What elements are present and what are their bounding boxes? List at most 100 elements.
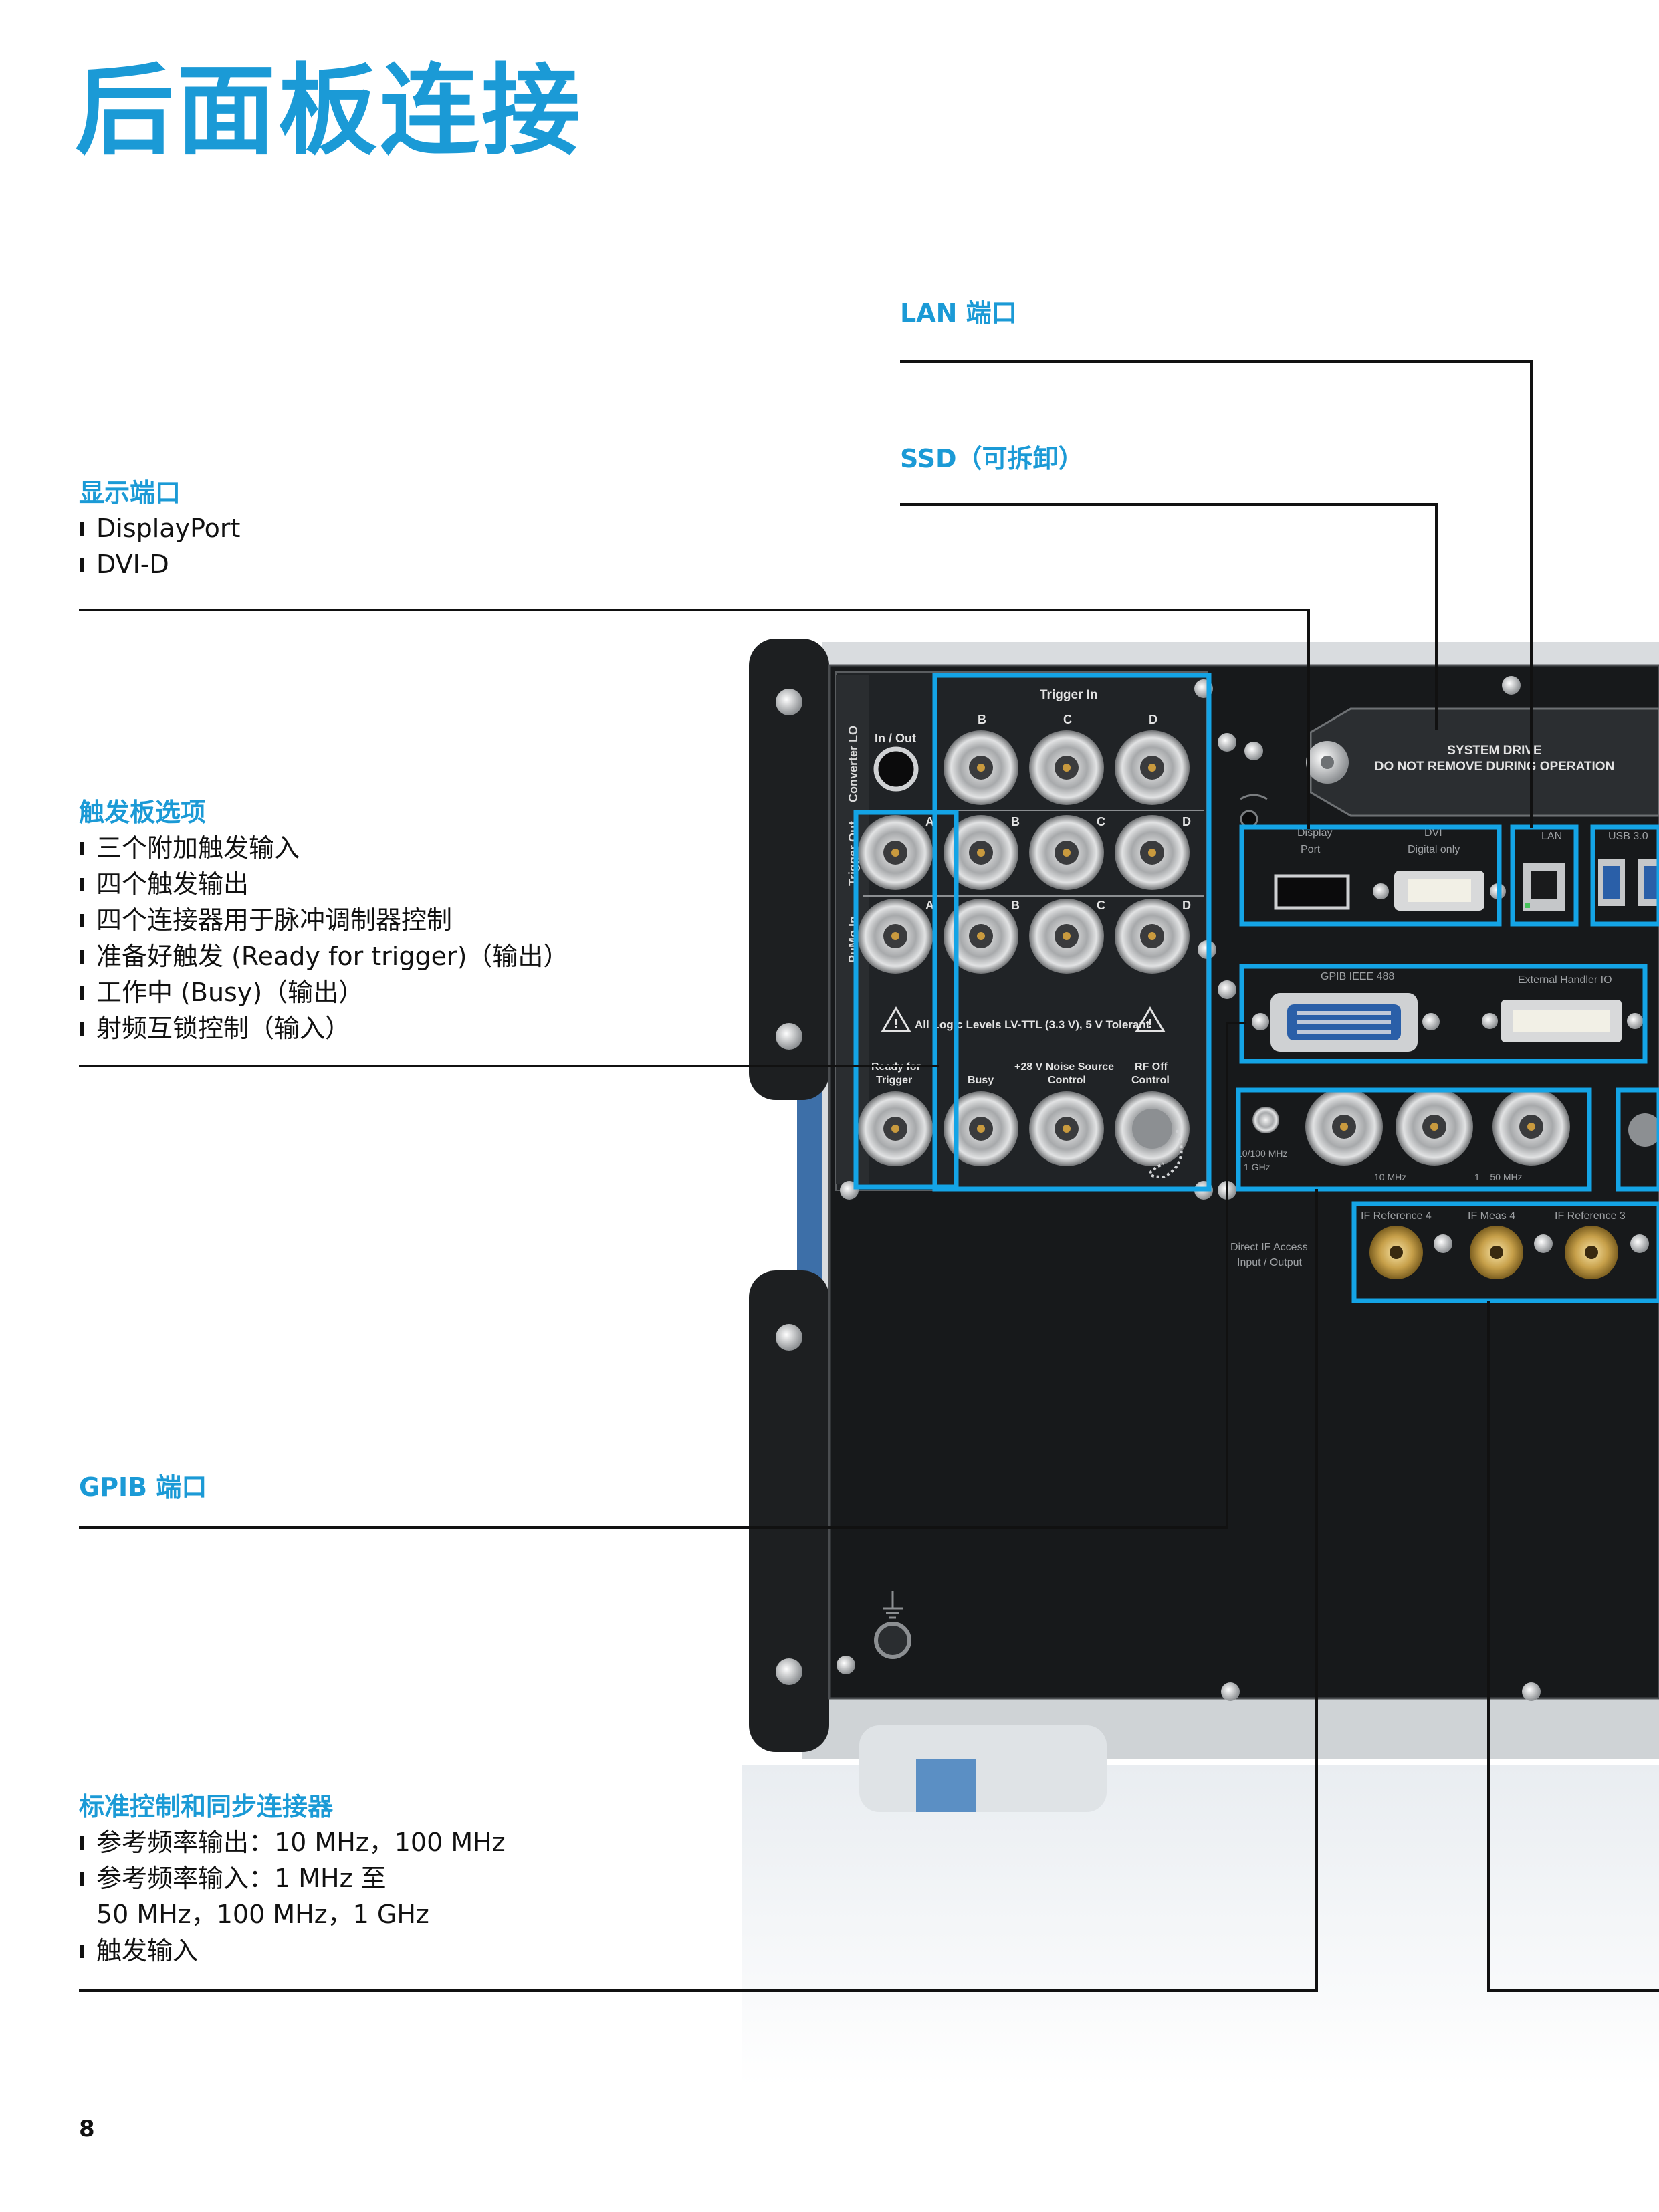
displayport-connector (1274, 874, 1350, 910)
highlight-frames (853, 673, 1659, 1303)
svg-text:C: C (1097, 815, 1105, 828)
page-number: 8 (79, 2116, 95, 2142)
bnc-row-trigger-in (944, 730, 1190, 805)
list-item: 工作中 (Busy)（输出） (79, 974, 568, 1010)
svg-text:IF Reference 4: IF Reference 4 (1361, 1210, 1432, 1222)
leader-lan-h (900, 360, 1533, 363)
leader-gpib-h2 (1226, 1022, 1246, 1024)
leader-display-v (1307, 609, 1310, 829)
external-handler-connector (1501, 1000, 1622, 1042)
svg-text:Trigger: Trigger (876, 1075, 912, 1086)
leader-standard-v (1315, 1189, 1318, 1992)
svg-text:Input / Output: Input / Output (1237, 1257, 1303, 1268)
svg-text:A: A (925, 815, 934, 828)
svg-text:C: C (1063, 713, 1072, 726)
svg-text:Busy: Busy (968, 1075, 994, 1086)
svg-text:DVI: DVI (1424, 827, 1442, 839)
leader-standard-h (79, 1989, 1318, 1992)
svg-text:Digital only: Digital only (1408, 844, 1460, 855)
chassis-frame (822, 642, 1659, 1705)
dvi-connector (1394, 871, 1484, 911)
svg-text:SYSTEM DRIVE: SYSTEM DRIVE (1447, 744, 1541, 758)
converter-lo-connector (873, 746, 919, 792)
list-item: 射频互锁控制（输入） (79, 1010, 568, 1046)
callout-standard-title: 标准控制和同步连接器 (79, 1792, 334, 1821)
svg-text:B: B (1011, 815, 1020, 828)
page-title: 后面板连接 (75, 53, 583, 169)
svg-text:B: B (1011, 899, 1020, 912)
label-trigger-in: Trigger In (1040, 688, 1098, 702)
list-item: DisplayPort (79, 510, 240, 546)
floor-reflection (742, 1765, 1659, 2086)
svg-text:USB 3.0: USB 3.0 (1608, 831, 1648, 842)
list-item: DVI-D (79, 546, 240, 582)
list-item: 四个触发输出 (79, 866, 568, 902)
svg-text:B: B (978, 713, 986, 726)
svg-text:Direct IF Access: Direct IF Access (1230, 1242, 1308, 1253)
svg-text:D: D (1149, 713, 1157, 726)
list-item: 四个连接器用于脉冲调制器控制 (79, 902, 568, 938)
callout-standard: 标准控制和同步连接器 参考频率输出：10 MHz，100 MHz 参考频率输入：… (79, 1792, 506, 1969)
bnc-row-control (858, 1091, 1190, 1166)
svg-text:Display: Display (1297, 827, 1332, 839)
svg-text:!: ! (894, 1017, 898, 1030)
list-item: 触发输入 (79, 1932, 506, 1969)
lan-connector (1523, 863, 1565, 911)
gpib-connector (1270, 993, 1418, 1052)
svg-text:+28 V Noise Source: +28 V Noise Source (1014, 1061, 1114, 1073)
sma-row-if (1369, 1226, 1649, 1279)
callout-standard-list: 参考频率输出：10 MHz，100 MHz 参考频率输入：1 MHz 至 50 … (79, 1824, 506, 1969)
leader-if-h (1487, 1989, 1659, 1992)
svg-text:IF Reference 3: IF Reference 3 (1555, 1210, 1626, 1222)
ssd-plate: SYSTEM DRIVE DO NOT REMOVE DURING OPERAT… (1306, 707, 1659, 817)
svg-text:!: ! (1148, 1017, 1152, 1030)
svg-text:D: D (1182, 815, 1191, 828)
callout-lan-title: LAN 端口 (900, 298, 1017, 328)
svg-text:DO NOT REMOVE DURING OPERATION: DO NOT REMOVE DURING OPERATION (1375, 760, 1615, 774)
leader-ssd-v (1435, 503, 1438, 730)
side-strip (797, 647, 822, 1704)
list-item: 参考频率输入：1 MHz 至 (79, 1860, 506, 1896)
ground-connector (874, 1622, 911, 1659)
leader-gpib-v (1226, 1022, 1228, 1529)
foot (859, 1725, 1107, 1812)
leader-trigger-h (79, 1065, 939, 1067)
svg-text:1 GHz: 1 GHz (1244, 1162, 1270, 1172)
bnc-row-trigger-out (858, 815, 1190, 890)
list-item: 三个附加触发输入 (79, 830, 568, 866)
svg-text:Control: Control (1048, 1075, 1086, 1086)
svg-text:A: A (925, 899, 934, 912)
callout-trigger-list: 三个附加触发输入 四个触发输出 四个连接器用于脉冲调制器控制 准备好触发 (Re… (79, 830, 568, 1046)
svg-text:IF Meas 4: IF Meas 4 (1468, 1210, 1515, 1222)
svg-text:Control: Control (1131, 1075, 1170, 1086)
callout-display-title: 显示端口 (79, 478, 181, 508)
svg-text:All Logic Levels LV-TTL (3.3 V: All Logic Levels LV-TTL (3.3 V), 5 V Tol… (915, 1018, 1150, 1031)
svg-text:GPIB IEEE 488: GPIB IEEE 488 (1321, 971, 1394, 982)
handle-top (749, 639, 829, 1100)
callout-gpib-title: GPIB 端口 (79, 1472, 207, 1502)
label-converter-lo: Converter LO (847, 726, 860, 802)
callout-trigger: 触发板选项 三个附加触发输入 四个触发输出 四个连接器用于脉冲调制器控制 准备好… (79, 798, 568, 1046)
svg-text:In / Out: In / Out (875, 732, 916, 745)
handle-bottom (749, 1270, 829, 1752)
leader-gpib-h (79, 1526, 1228, 1529)
warning-label: ! All Logic Levels LV-TTL (3.3 V), 5 V T… (881, 1006, 1166, 1032)
label-pumo-in: PuMo In (847, 916, 860, 963)
svg-text:D: D (1182, 899, 1191, 912)
svg-text:Port: Port (1301, 844, 1321, 855)
svg-text:External Handler IO: External Handler IO (1518, 974, 1612, 986)
svg-text:LAN: LAN (1541, 831, 1562, 842)
bnc-row-reference (1305, 1088, 1570, 1166)
svg-text:10/100 MHz: 10/100 MHz (1237, 1148, 1287, 1159)
label-trigger-out: Trigger Out (847, 821, 860, 886)
svg-text:1 – 50 MHz: 1 – 50 MHz (1474, 1172, 1523, 1182)
list-item: 准备好触发 (Ready for trigger)（输出） (79, 938, 568, 974)
leader-display-h (79, 609, 1310, 611)
callout-trigger-title: 触发板选项 (79, 798, 207, 827)
svg-text:RF Off: RF Off (1135, 1061, 1168, 1073)
leader-lan-v (1530, 360, 1533, 828)
callout-ssd-title: SSD（可拆卸） (900, 444, 1084, 473)
svg-text:C: C (1097, 899, 1105, 912)
bnc-row-pumo-in (858, 899, 1190, 974)
leader-if-v (1487, 1301, 1490, 1992)
